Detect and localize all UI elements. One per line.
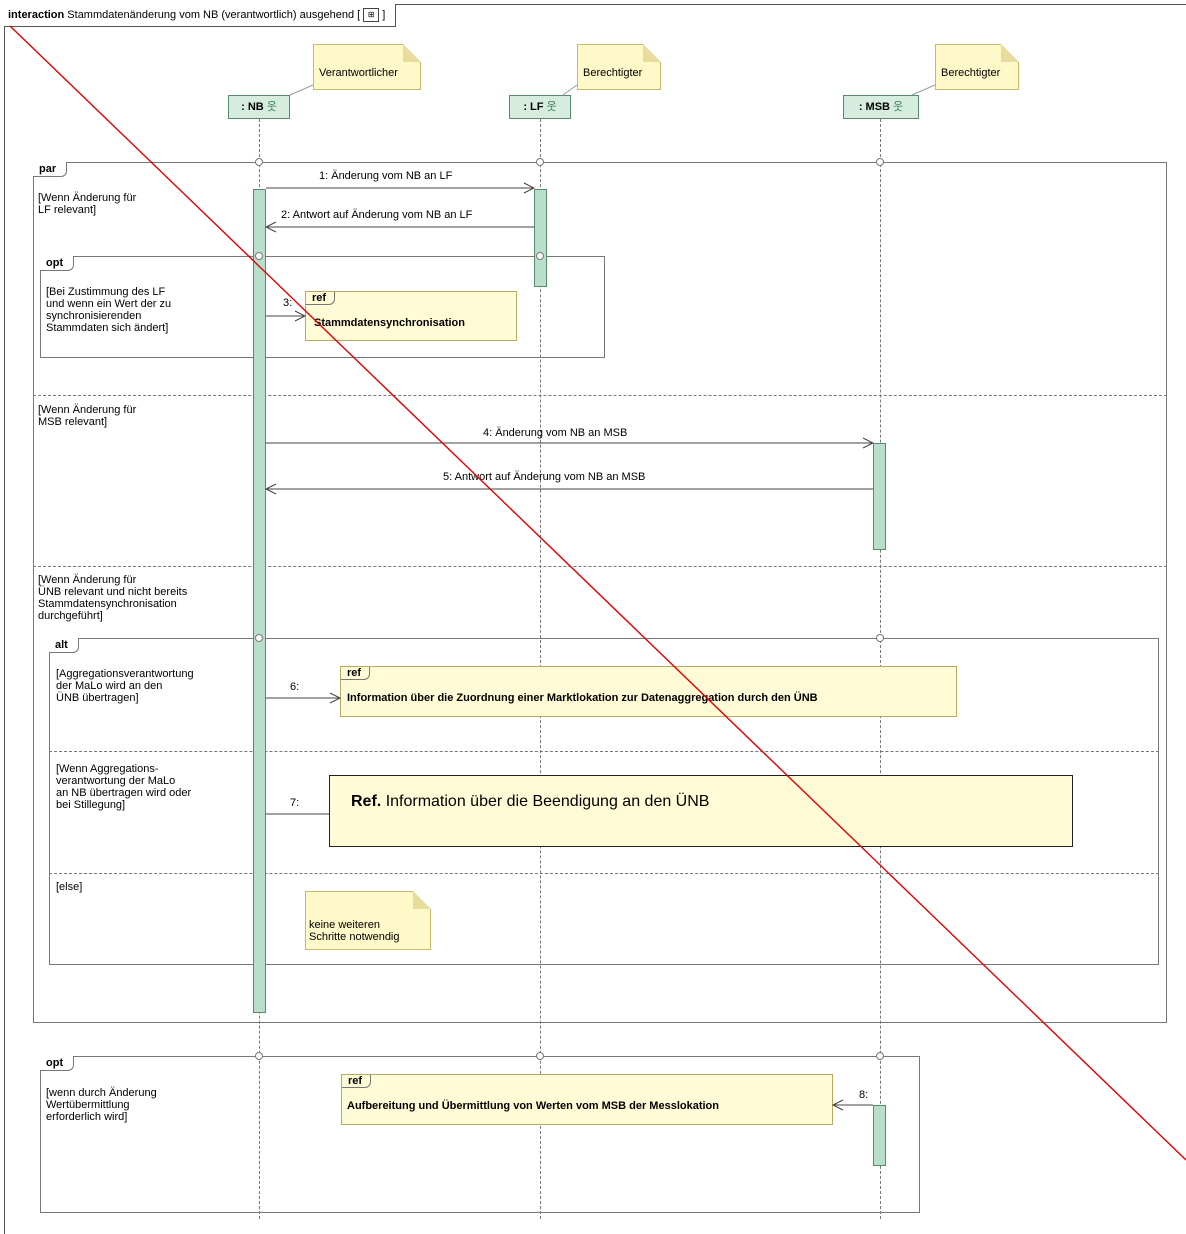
interaction-frame bbox=[4, 4, 1186, 1234]
alt-divider-1 bbox=[49, 751, 1159, 752]
frame-title-text: Stammdatenänderung vom NB (verantwortlic… bbox=[67, 9, 361, 21]
junction-marker bbox=[536, 1052, 544, 1060]
lifeline-msb[interactable]: : MSB 웃 bbox=[843, 95, 919, 119]
strike-through-line bbox=[9, 25, 1186, 1161]
ref-text: Aufbereitung und Übermittlung von Werten… bbox=[347, 1100, 719, 1112]
diagram-icon: ⊞ bbox=[363, 8, 380, 23]
message-8-label: 8: bbox=[859, 1089, 869, 1101]
ref-text: Information über die Beendigung an den Ü… bbox=[385, 793, 710, 810]
par-guard-3: [Wenn Änderung für ÜNB relevant und nich… bbox=[38, 574, 188, 622]
par-divider-1 bbox=[33, 395, 1167, 396]
frame-title-end: ] bbox=[382, 9, 386, 21]
alt-label: alt bbox=[49, 638, 79, 653]
message-5-label: 5: Antwort auf Änderung vom NB an MSB bbox=[443, 471, 646, 483]
ref-tag: ref bbox=[341, 667, 371, 680]
alt-fragment bbox=[49, 638, 1159, 965]
opt-label-1: opt bbox=[40, 256, 75, 271]
junction-marker bbox=[255, 1052, 263, 1060]
junction-marker bbox=[536, 158, 544, 166]
note-connector-msb bbox=[911, 84, 936, 96]
message-3-label: 3: bbox=[283, 297, 293, 309]
opt-label-2: opt bbox=[40, 1056, 75, 1071]
note-connector-lf bbox=[562, 84, 578, 96]
message-1-label: 1: Änderung vom NB an LF bbox=[319, 170, 453, 182]
actor-icon: 웃 bbox=[893, 101, 904, 113]
note-nb-role: Verantwortlicher bbox=[313, 44, 421, 90]
alt-guard-1: [Aggregationsverantwortung der MaLo wird… bbox=[56, 668, 194, 704]
junction-marker bbox=[255, 634, 263, 642]
message-6-label: 6: bbox=[290, 681, 300, 693]
junction-marker bbox=[876, 158, 884, 166]
frame-keyword: interaction bbox=[8, 9, 65, 21]
alt-divider-2 bbox=[49, 873, 1159, 874]
par-guard-2: [Wenn Änderung für MSB relevant] bbox=[38, 404, 137, 428]
note-msb-role: Berechtigter bbox=[935, 44, 1019, 90]
ref-stammdatensynchronisation[interactable]: ref Stammdatensynchronisation bbox=[305, 291, 517, 341]
actor-icon: 웃 bbox=[546, 101, 557, 113]
ref-prefix: Ref. bbox=[351, 793, 382, 810]
note-connector-nb bbox=[289, 84, 314, 96]
activation-nb bbox=[253, 189, 266, 1013]
frame-title: interaction Stammdatenänderung vom NB (v… bbox=[4, 4, 397, 27]
opt-guard-1: [Bei Zustimmung des LF und wenn ein Wert… bbox=[46, 286, 172, 334]
opt-fragment-1 bbox=[40, 256, 605, 358]
ref-beendigung-uenb[interactable]: Ref. Information über die Beendigung an … bbox=[329, 775, 1073, 847]
ref-zuordnung-marktlokation[interactable]: ref Information über die Zuordnung einer… bbox=[340, 666, 957, 717]
lifeline-lf[interactable]: : LF 웃 bbox=[509, 95, 571, 119]
lifeline-nb[interactable]: : NB 웃 bbox=[228, 95, 290, 119]
message-7-label: 7: bbox=[290, 797, 300, 809]
ref-text: Information über die Zuordnung einer Mar… bbox=[347, 692, 818, 704]
message-2-label: 2: Antwort auf Änderung vom NB an LF bbox=[281, 209, 473, 221]
opt-guard-2: [wenn durch Änderung Wertübermittlung er… bbox=[46, 1087, 157, 1123]
junction-marker bbox=[876, 634, 884, 642]
note-no-further-steps: keine weiteren Schritte notwendig bbox=[305, 891, 431, 950]
junction-marker bbox=[255, 252, 263, 260]
ref-tag: ref bbox=[306, 292, 336, 305]
alt-guard-2: [Wenn Aggregations- verantwortung der Ma… bbox=[56, 763, 192, 811]
activation-lf bbox=[534, 189, 547, 287]
actor-icon: 웃 bbox=[266, 101, 277, 113]
ref-text: Stammdatensynchronisation bbox=[314, 317, 465, 329]
junction-marker bbox=[255, 158, 263, 166]
alt-guard-3: [else] bbox=[56, 881, 83, 893]
par-divider-2 bbox=[33, 566, 1167, 567]
note-lf-role: Berechtigter bbox=[577, 44, 661, 90]
activation-msb-1 bbox=[873, 443, 886, 550]
junction-marker bbox=[876, 1052, 884, 1060]
junction-marker bbox=[536, 252, 544, 260]
message-4-label: 4: Änderung vom NB an MSB bbox=[483, 427, 628, 439]
par-label: par bbox=[33, 162, 68, 177]
par-fragment bbox=[33, 162, 1167, 1023]
ref-aufbereitung-werte[interactable]: ref Aufbereitung und Übermittlung von We… bbox=[341, 1074, 833, 1125]
ref-tag: ref bbox=[342, 1075, 372, 1088]
par-guard-1: [Wenn Änderung für LF relevant] bbox=[38, 192, 137, 216]
opt-fragment-2 bbox=[40, 1056, 920, 1213]
activation-msb-2 bbox=[873, 1105, 886, 1166]
